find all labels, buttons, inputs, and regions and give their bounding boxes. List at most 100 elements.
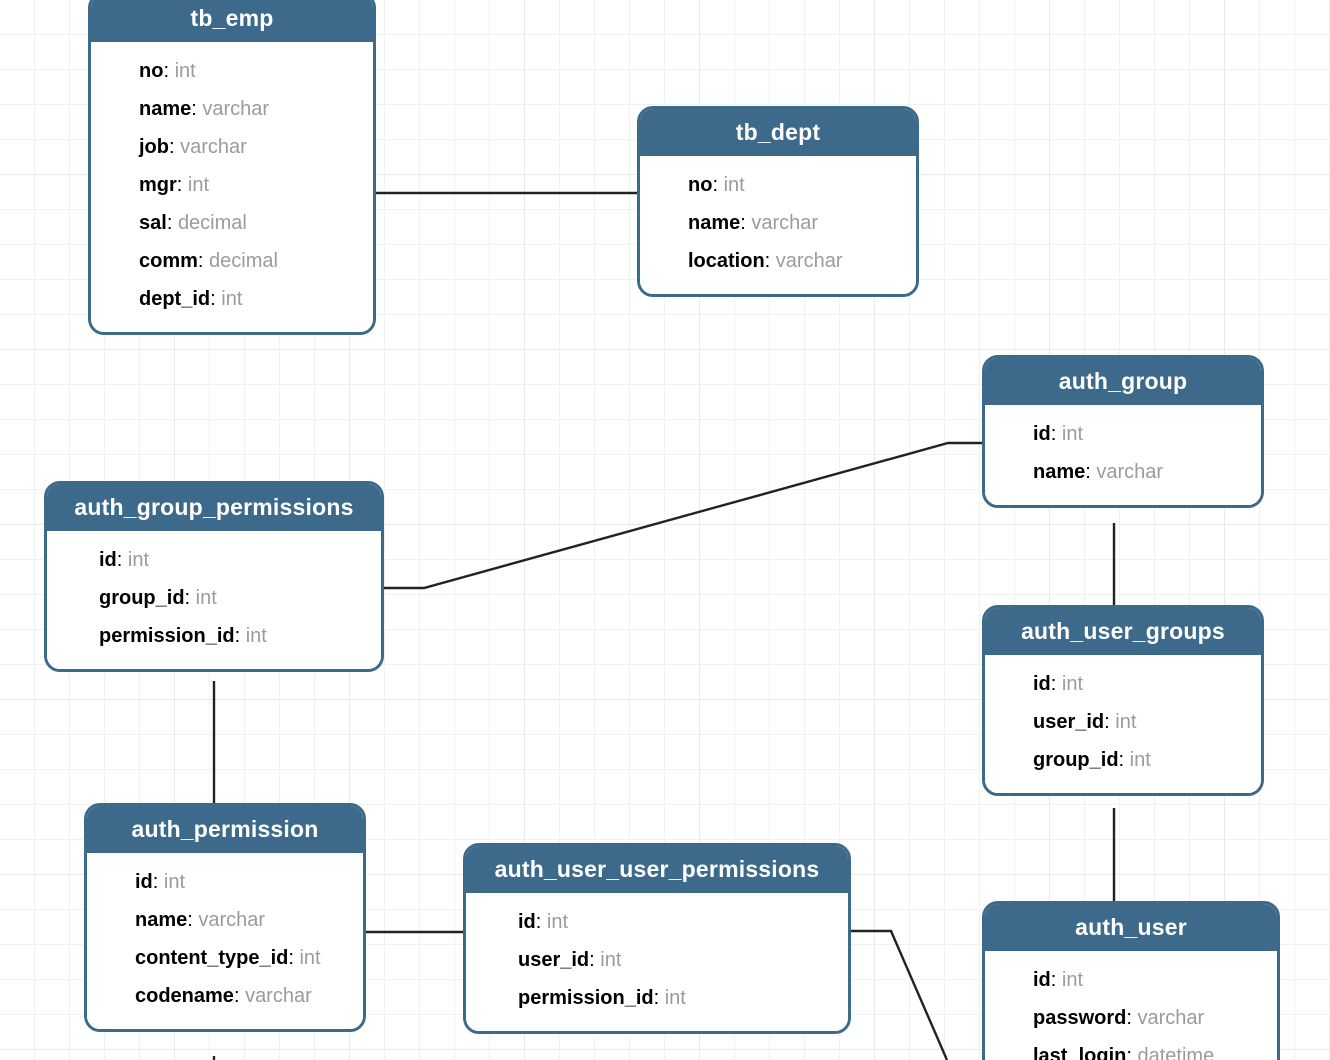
field-name: user_id bbox=[518, 949, 590, 972]
field-name: password bbox=[1033, 1007, 1127, 1030]
field-row[interactable]: id: int bbox=[985, 961, 1277, 999]
field-separator: : bbox=[653, 987, 665, 1010]
field-name: last_login bbox=[1033, 1045, 1127, 1060]
link-auth_group_permissions-auth_group[interactable] bbox=[384, 441, 982, 590]
field-separator: : bbox=[1118, 749, 1130, 772]
field-type: varchar bbox=[202, 98, 270, 121]
field-name: id bbox=[135, 871, 153, 894]
field-row[interactable]: codename: varchar bbox=[87, 977, 363, 1015]
field-separator: : bbox=[187, 909, 199, 932]
field-row[interactable]: sal: decimal bbox=[91, 204, 373, 242]
field-type: int bbox=[174, 60, 196, 83]
field-row[interactable]: last_login: datetime bbox=[985, 1037, 1277, 1060]
field-row[interactable]: permission_id: int bbox=[466, 979, 848, 1017]
field-separator: : bbox=[1126, 1007, 1138, 1030]
field-row[interactable]: name: varchar bbox=[640, 204, 916, 242]
field-type: int bbox=[546, 911, 569, 934]
field-separator: : bbox=[176, 174, 188, 197]
entity-title-auth_user_groups: auth_user_groups bbox=[985, 608, 1261, 656]
field-row[interactable]: no: int bbox=[91, 52, 373, 90]
entity-title-tb_dept: tb_dept bbox=[640, 109, 916, 157]
field-separator: : bbox=[163, 60, 175, 83]
field-name: comm bbox=[139, 250, 198, 273]
field-type: int bbox=[163, 871, 186, 894]
field-name: codename bbox=[135, 985, 234, 1008]
field-row[interactable]: dept_id: int bbox=[91, 280, 373, 318]
field-type: int bbox=[245, 625, 267, 648]
field-row[interactable]: id: int bbox=[466, 903, 848, 941]
link-auth_user_user_permissions-auth_user-offscreen[interactable] bbox=[851, 929, 949, 1060]
field-name: job bbox=[139, 136, 169, 159]
field-name: id bbox=[518, 911, 536, 934]
field-row[interactable]: name: varchar bbox=[985, 453, 1261, 491]
field-separator: : bbox=[589, 949, 601, 972]
field-separator: : bbox=[1126, 1045, 1138, 1060]
field-row[interactable]: password: varchar bbox=[985, 999, 1277, 1037]
field-row[interactable]: permission_id: int bbox=[47, 617, 381, 655]
field-row[interactable]: location: varchar bbox=[640, 242, 916, 280]
field-type: varchar bbox=[245, 985, 312, 1008]
field-name: group_id bbox=[99, 587, 185, 610]
field-row[interactable]: id: int bbox=[87, 863, 363, 901]
field-name: name bbox=[139, 98, 192, 121]
field-type: int bbox=[600, 949, 622, 972]
field-row[interactable]: id: int bbox=[985, 665, 1261, 703]
field-type: varchar bbox=[751, 212, 819, 235]
field-separator: : bbox=[740, 212, 752, 235]
field-name: no bbox=[688, 174, 713, 197]
field-separator: : bbox=[152, 871, 164, 894]
field-row[interactable]: comm: decimal bbox=[91, 242, 373, 280]
field-row[interactable]: name: varchar bbox=[91, 90, 373, 128]
field-type: decimal bbox=[209, 250, 278, 273]
field-row[interactable]: no: int bbox=[640, 166, 916, 204]
field-separator: : bbox=[288, 947, 300, 970]
field-type: int bbox=[1115, 711, 1137, 734]
field-row[interactable]: job: varchar bbox=[91, 128, 373, 166]
field-separator: : bbox=[1050, 423, 1062, 446]
entity-title-auth_user_user_permissions: auth_user_user_permissions bbox=[466, 846, 848, 894]
field-row[interactable]: group_id: int bbox=[985, 741, 1261, 779]
field-type: int bbox=[723, 174, 745, 197]
field-type: decimal bbox=[177, 212, 247, 235]
field-row[interactable]: id: int bbox=[985, 415, 1261, 453]
field-name: group_id bbox=[1033, 749, 1119, 772]
field-row[interactable]: user_id: int bbox=[466, 941, 848, 979]
field-separator: : bbox=[1104, 711, 1116, 734]
field-row[interactable]: name: varchar bbox=[87, 901, 363, 939]
field-type: int bbox=[221, 288, 243, 311]
field-name: content_type_id bbox=[135, 947, 289, 970]
field-row[interactable]: id: int bbox=[47, 541, 381, 579]
field-type: varchar bbox=[1096, 461, 1164, 484]
field-separator: : bbox=[166, 212, 178, 235]
field-name: id bbox=[1033, 673, 1051, 696]
entity-title-auth_user: auth_user bbox=[985, 904, 1277, 952]
field-name: dept_id bbox=[139, 288, 211, 311]
field-row[interactable]: mgr: int bbox=[91, 166, 373, 204]
field-type: int bbox=[187, 174, 210, 197]
field-name: name bbox=[135, 909, 188, 932]
field-type: int bbox=[1061, 673, 1084, 696]
field-separator: : bbox=[191, 98, 203, 121]
field-name: permission_id bbox=[518, 987, 654, 1010]
field-row[interactable]: group_id: int bbox=[47, 579, 381, 617]
field-separator: : bbox=[184, 587, 196, 610]
field-name: name bbox=[688, 212, 741, 235]
field-row[interactable]: user_id: int bbox=[985, 703, 1261, 741]
field-name: location bbox=[688, 250, 765, 273]
field-separator: : bbox=[116, 549, 128, 572]
field-row[interactable]: content_type_id: int bbox=[87, 939, 363, 977]
